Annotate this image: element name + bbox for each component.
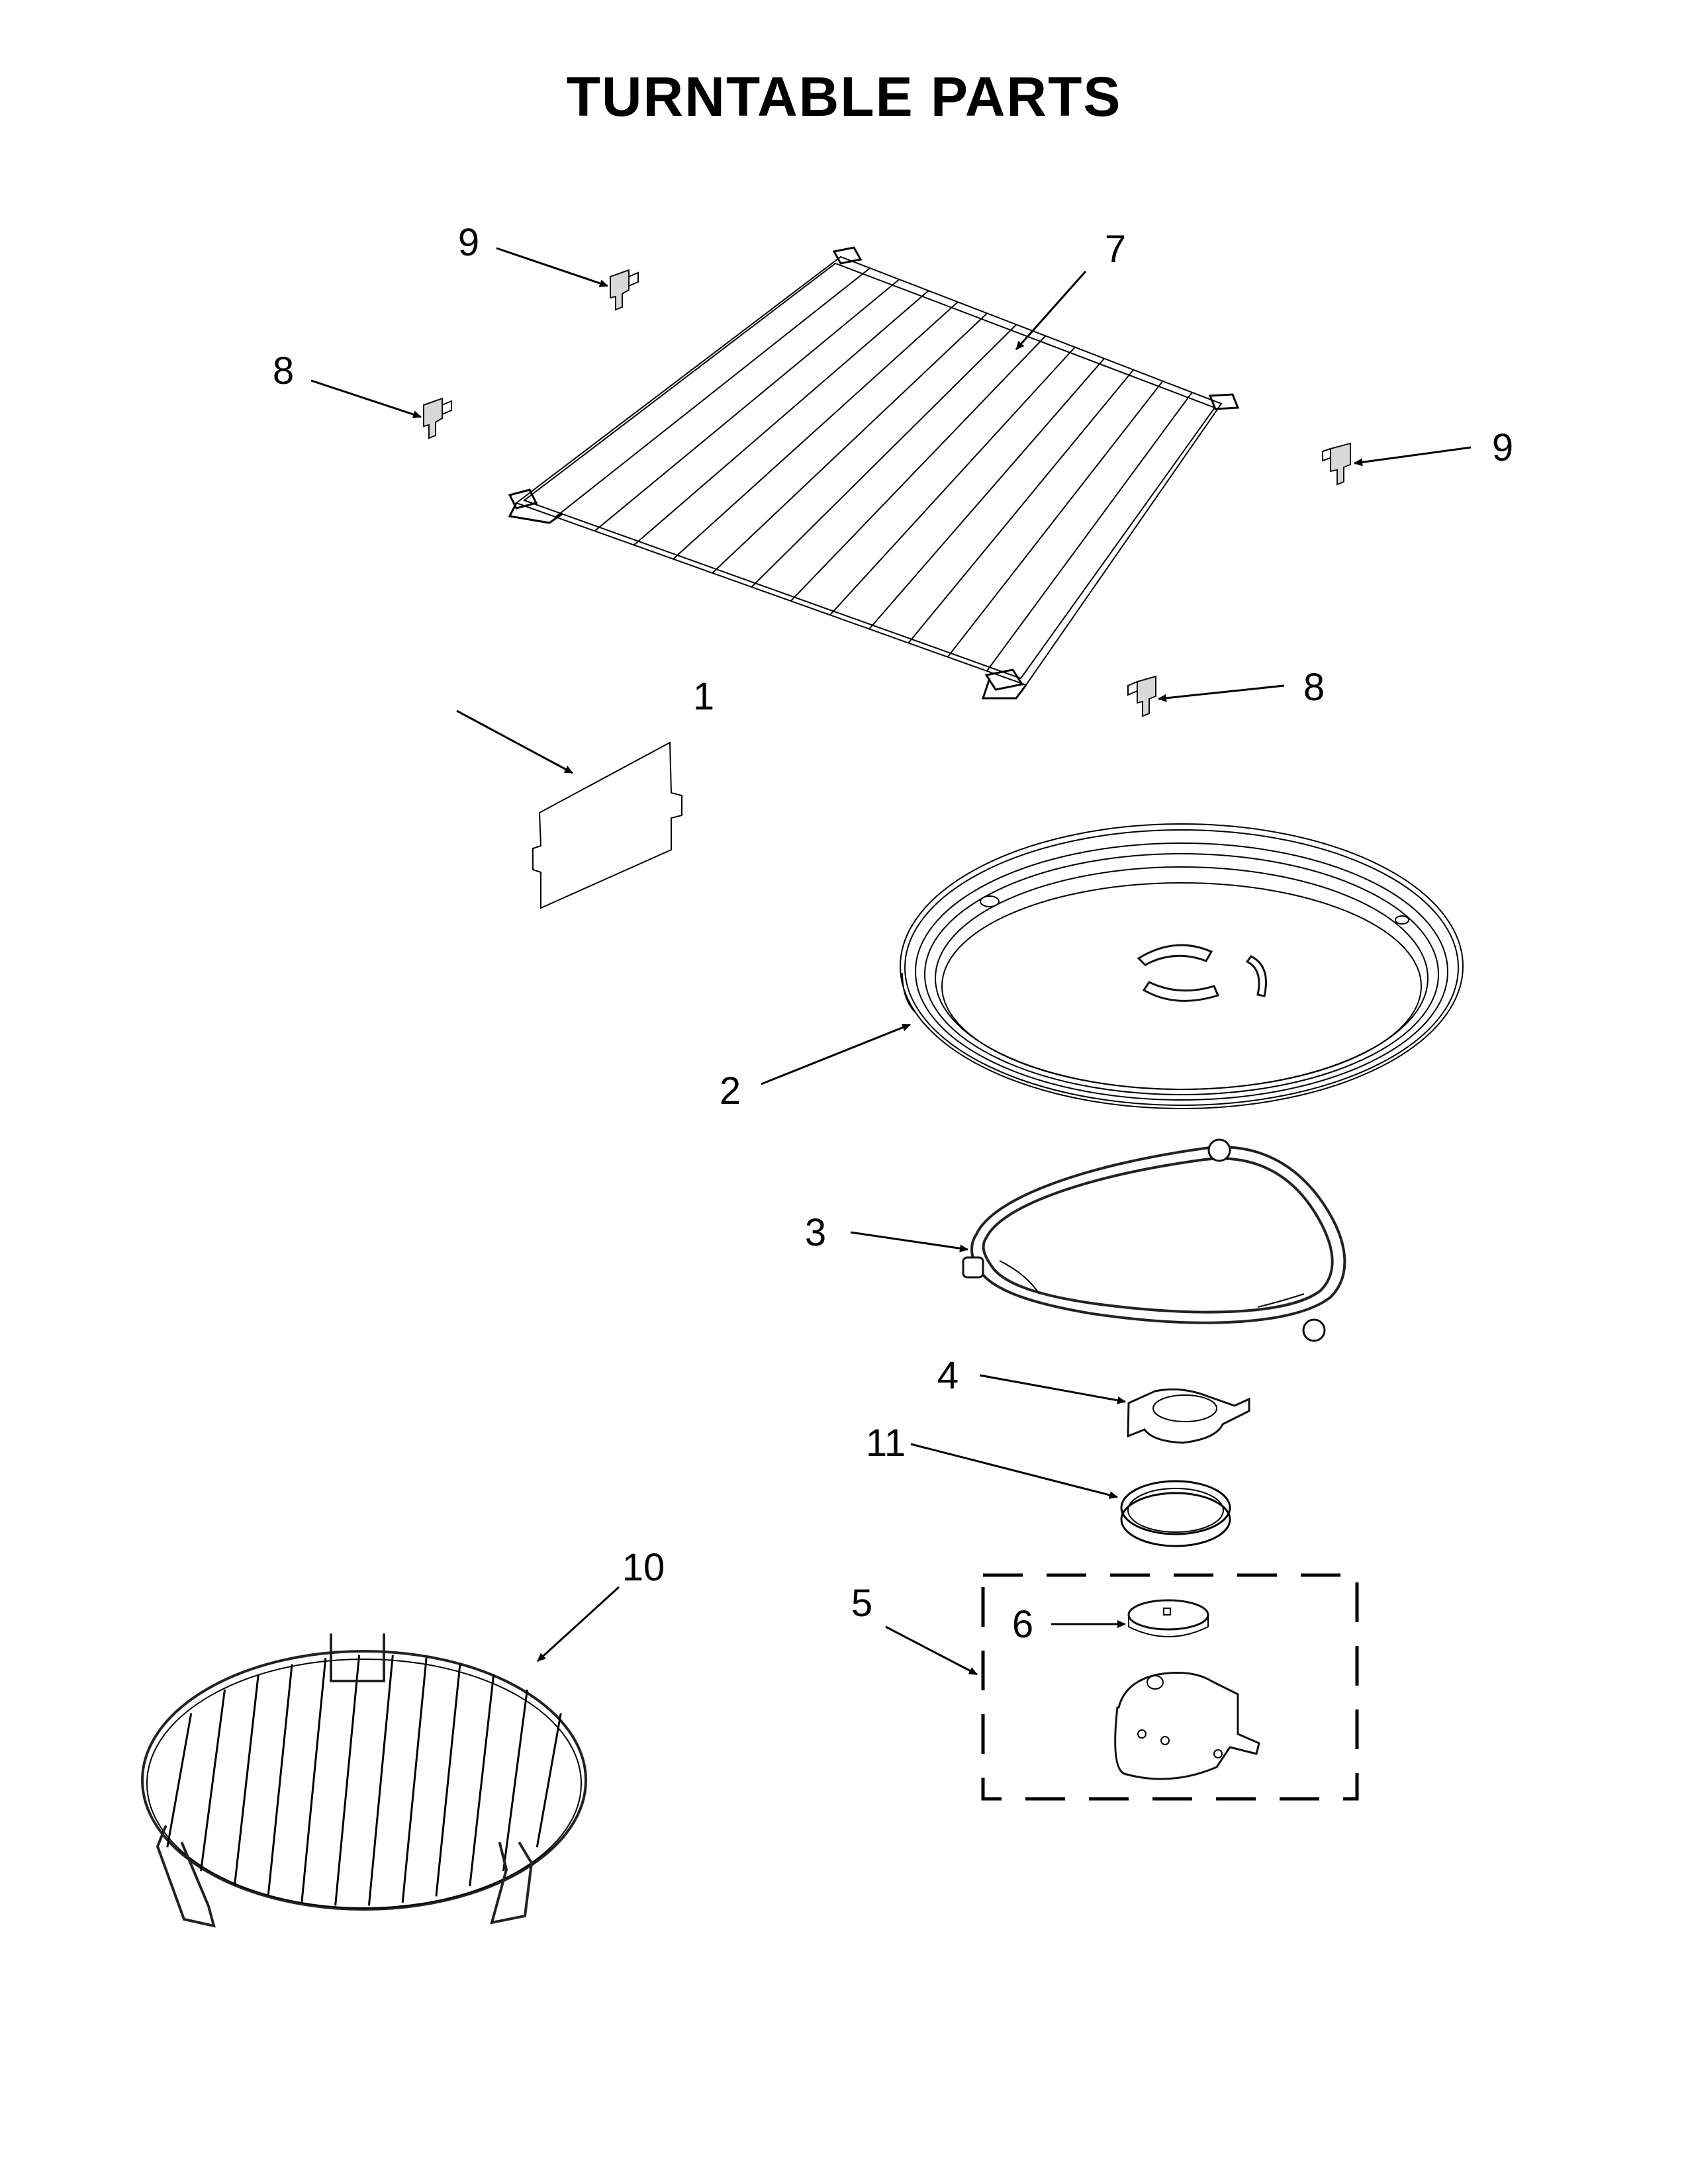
rack-support-clip-rear-left bbox=[610, 269, 639, 311]
wire-rack-shelf bbox=[508, 246, 1240, 700]
rack-wire bbox=[673, 301, 959, 560]
drive-coupler bbox=[1127, 1388, 1250, 1444]
callout-9-left: 9 bbox=[458, 221, 479, 264]
round-rack-wire bbox=[502, 1689, 528, 1872]
rack-wire bbox=[790, 335, 1047, 602]
rack-wire bbox=[868, 358, 1105, 630]
turntable-glass-tray bbox=[900, 823, 1464, 1109]
rack-support-clip-right bbox=[1127, 675, 1156, 717]
rack-wire bbox=[986, 392, 1193, 672]
callout-11: 11 bbox=[866, 1422, 906, 1465]
callout-8-left: 8 bbox=[273, 349, 294, 392]
callout-10: 10 bbox=[622, 1546, 665, 1589]
round-rack-wire bbox=[536, 1713, 562, 1848]
round-cooking-rack bbox=[141, 1633, 587, 1928]
leader-lines bbox=[310, 247, 1472, 1676]
rack-wire bbox=[751, 324, 1017, 588]
roller-ring-support bbox=[962, 1138, 1346, 1342]
round-rack-wire bbox=[267, 1664, 293, 1897]
rack-wire bbox=[712, 312, 988, 574]
page-title: TURNTABLE PARTS bbox=[566, 66, 1122, 128]
round-rack-wire bbox=[334, 1655, 361, 1906]
round-rack-wire bbox=[435, 1664, 461, 1897]
rack-wire bbox=[947, 381, 1164, 658]
callout-7: 7 bbox=[1105, 228, 1126, 271]
callout-4: 4 bbox=[937, 1354, 959, 1397]
round-rack-wire bbox=[200, 1689, 226, 1872]
callout-1: 1 bbox=[693, 675, 714, 718]
round-rack-wire bbox=[233, 1674, 259, 1887]
seal-ring bbox=[1120, 1480, 1231, 1547]
rack-support-clip-rear-right bbox=[1322, 442, 1351, 486]
callout-9-right: 9 bbox=[1492, 426, 1513, 469]
rack-wire bbox=[594, 279, 900, 532]
round-rack-wire bbox=[166, 1713, 193, 1848]
callout-5: 5 bbox=[851, 1582, 872, 1625]
callout-3: 3 bbox=[805, 1211, 826, 1254]
callout-6: 6 bbox=[1012, 1603, 1033, 1646]
panel-cover bbox=[532, 741, 682, 909]
rack-wire bbox=[555, 267, 870, 518]
motor-assembly-group bbox=[981, 1573, 1359, 1801]
callout-2: 2 bbox=[720, 1069, 741, 1113]
round-rack-wire bbox=[401, 1657, 428, 1903]
round-rack-wire bbox=[367, 1655, 394, 1906]
rack-wire bbox=[633, 290, 929, 546]
rack-support-clip-left bbox=[423, 397, 452, 439]
callout-8-right: 8 bbox=[1303, 666, 1325, 709]
rack-wire bbox=[908, 369, 1135, 644]
round-rack-wire bbox=[301, 1657, 327, 1903]
rack-wire bbox=[829, 346, 1076, 615]
round-rack-wire bbox=[469, 1674, 495, 1887]
